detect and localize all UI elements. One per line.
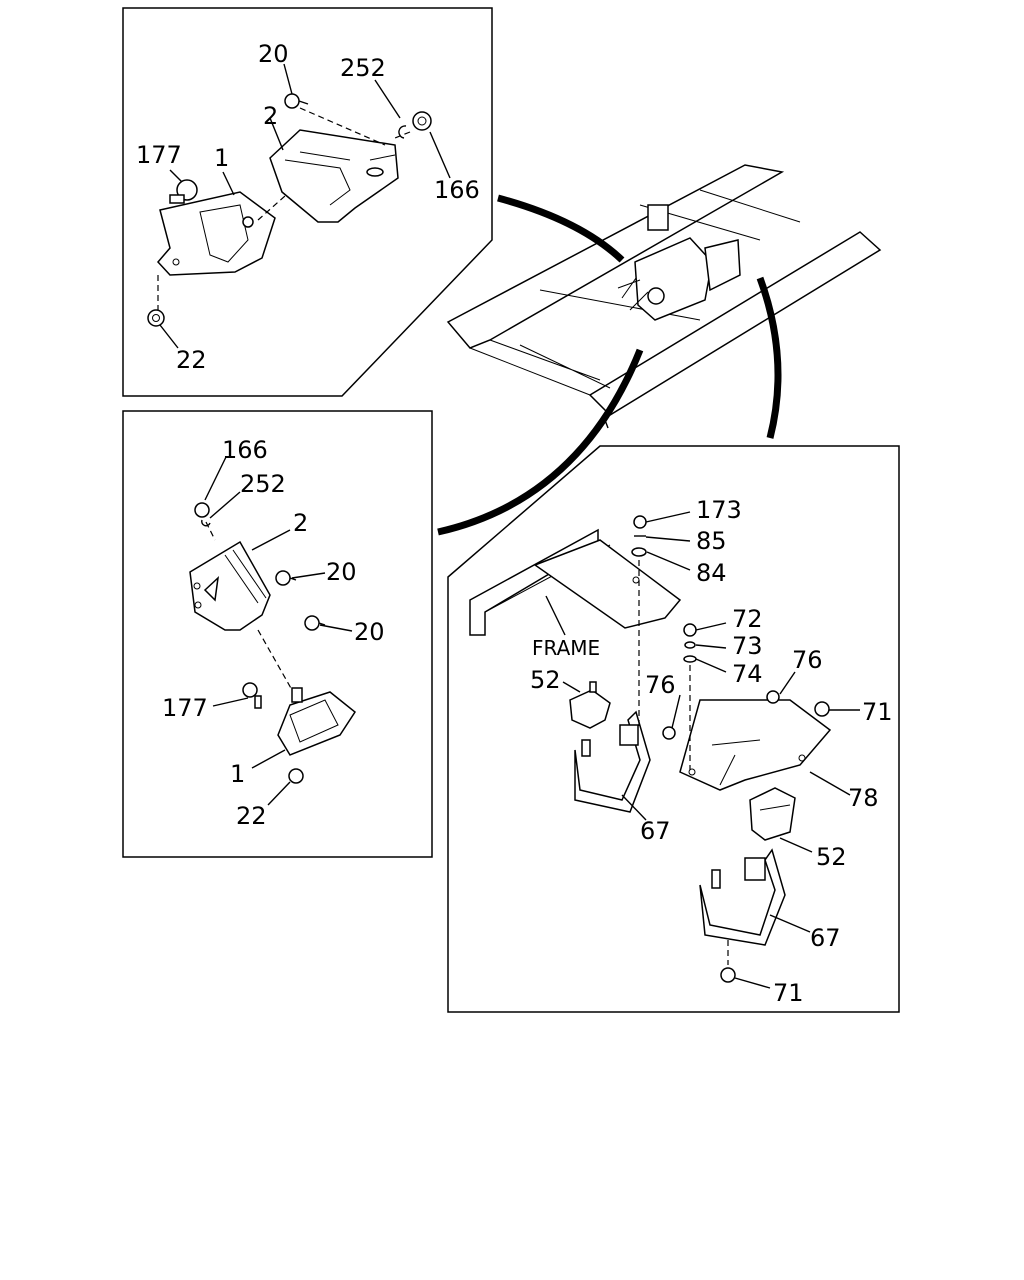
label-84: 84 (696, 559, 727, 587)
label-177-mid: 177 (162, 694, 208, 722)
label-20-top: 20 (258, 40, 289, 68)
chassis-overview (437, 164, 882, 536)
label-166-mid: 166 (222, 436, 268, 464)
label-76-a: 76 (792, 646, 823, 674)
label-52-a: 52 (530, 666, 561, 694)
detail-panel-top-left: 20 252 2 177 1 166 22 (122, 7, 493, 397)
label-173: 173 (696, 496, 742, 524)
label-67-b: 67 (810, 924, 841, 952)
label-76-b: 76 (645, 671, 676, 699)
label-72: 72 (732, 605, 763, 633)
label-1-mid: 1 (230, 760, 245, 788)
label-22-top: 22 (176, 346, 207, 374)
label-52-b: 52 (816, 843, 847, 871)
label-71-b: 71 (773, 979, 804, 1007)
label-1-top: 1 (214, 144, 229, 172)
label-20-mid-b: 20 (354, 618, 385, 646)
label-71-a: 71 (862, 698, 893, 726)
label-177-top: 177 (136, 141, 182, 169)
label-2-mid: 2 (293, 509, 308, 537)
label-78: 78 (848, 784, 879, 812)
label-73: 73 (732, 632, 763, 660)
label-20-mid-a: 20 (326, 558, 357, 586)
label-22-mid: 22 (236, 802, 267, 830)
label-67-a: 67 (640, 817, 671, 845)
label-frame: FRAME (532, 636, 600, 660)
detail-panel-middle-left: 166 252 2 20 20 177 1 22 (122, 410, 433, 858)
label-74: 74 (732, 660, 763, 688)
detail-panel-right: 173 85 84 FRAME 72 73 74 76 76 71 52 78 … (447, 445, 900, 1013)
label-252-mid: 252 (240, 470, 286, 498)
label-2-top: 2 (263, 102, 278, 130)
label-252-top: 252 (340, 54, 386, 82)
label-166-top: 166 (434, 176, 480, 204)
label-85: 85 (696, 527, 727, 555)
